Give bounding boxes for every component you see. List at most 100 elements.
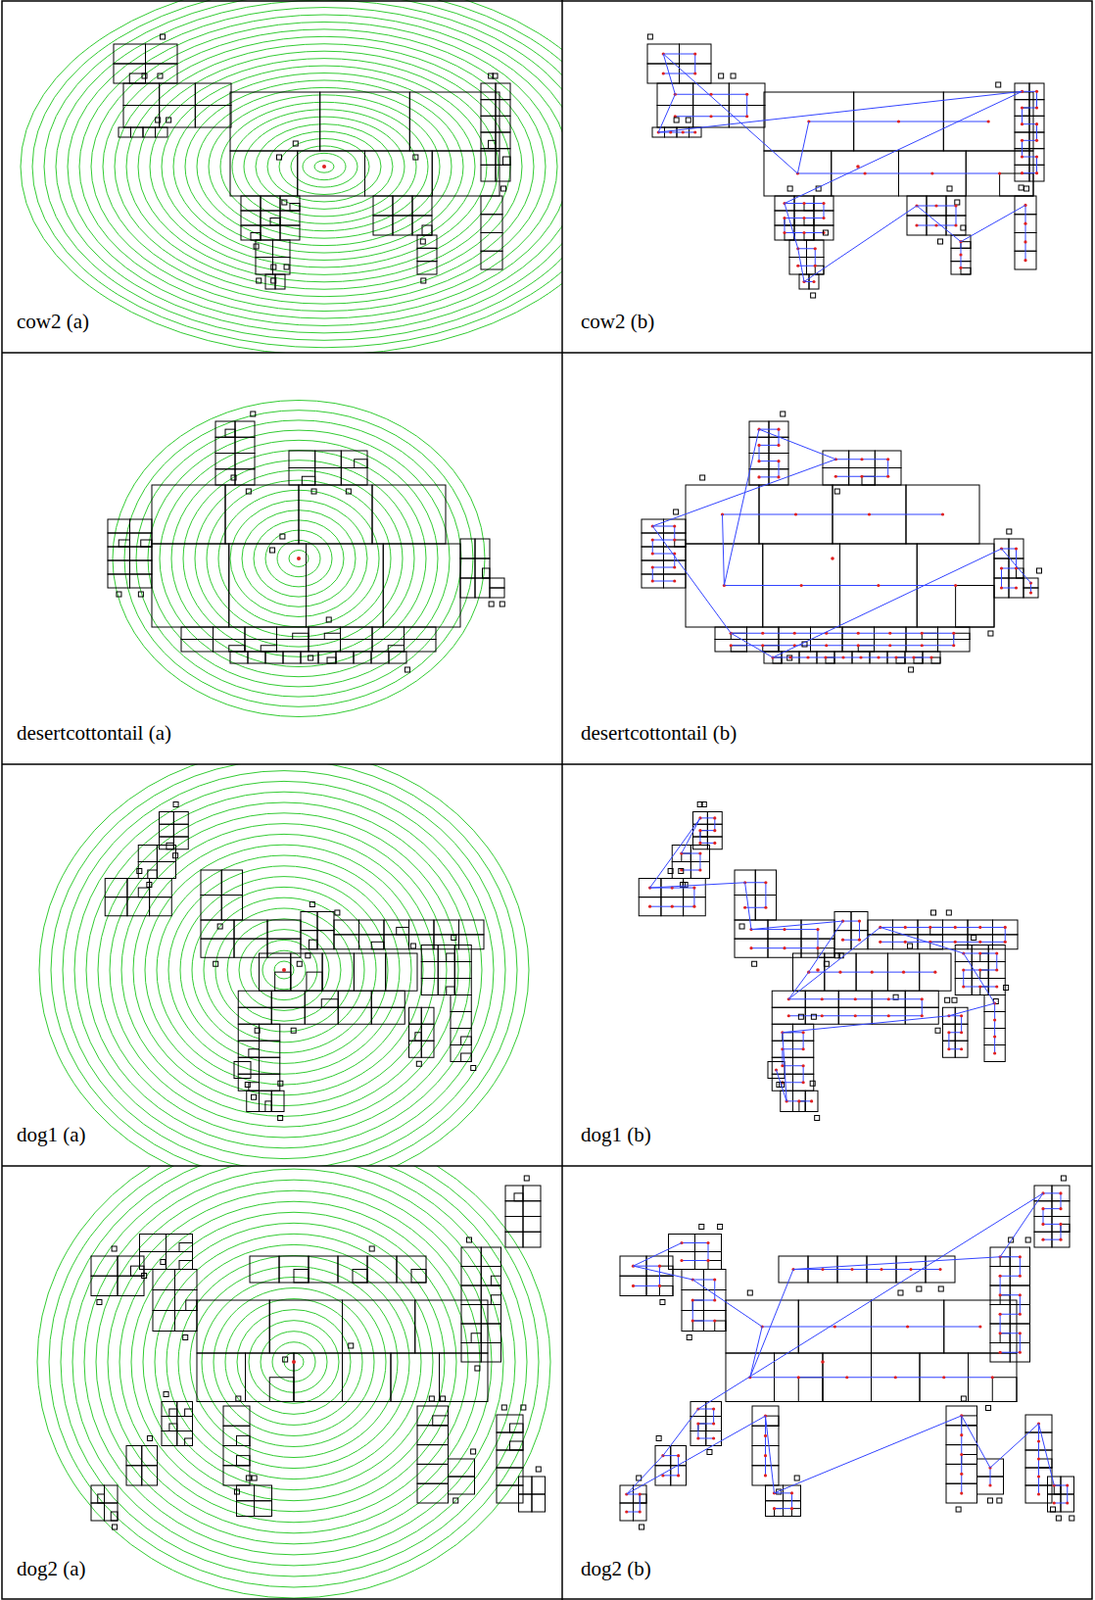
skeleton-node — [698, 828, 702, 832]
skeleton-link — [663, 53, 675, 95]
quadtree-box — [461, 1285, 481, 1305]
panel-caption: dog1 (b) — [577, 1122, 655, 1147]
distance-ring — [147, 429, 450, 687]
distance-ring — [227, 918, 341, 1021]
quadtree-box — [225, 428, 236, 437]
skeleton-node — [876, 655, 880, 659]
quadtree-box — [238, 1006, 272, 1024]
quadtree-box — [354, 459, 368, 469]
quadtree-box — [1036, 568, 1042, 573]
quadtree-box — [461, 1342, 481, 1363]
quadtree-box — [306, 971, 323, 991]
quadtree-box — [245, 488, 251, 494]
quadtree-box — [282, 199, 287, 205]
quadtree-box — [953, 632, 970, 639]
quadtree-box — [521, 1404, 526, 1410]
skeleton-node — [811, 280, 815, 284]
quadtree-box — [421, 1023, 434, 1041]
quadtree-box — [461, 1323, 481, 1343]
quadtree-box — [660, 1299, 666, 1305]
skeleton-node — [1058, 1206, 1062, 1210]
skeleton-node — [662, 71, 666, 75]
quadtree-box — [421, 1006, 434, 1024]
skeleton-node — [978, 967, 982, 971]
skeleton-node — [693, 51, 697, 55]
skeleton-link — [759, 428, 836, 460]
quadtree-box — [107, 532, 131, 547]
skeleton-link — [681, 817, 701, 854]
quadtree-box — [685, 117, 691, 123]
skeleton-node — [894, 655, 898, 659]
quadtree-box — [359, 934, 385, 950]
skeleton-path — [774, 1492, 793, 1509]
quadtree-box — [475, 538, 490, 559]
quadtree-box — [308, 655, 314, 661]
quadtree-box — [152, 1269, 176, 1290]
quadtree-box — [822, 230, 828, 236]
quadtree-box — [179, 1242, 193, 1252]
quadtree-box — [459, 919, 485, 935]
skeleton-node — [930, 171, 934, 175]
quadtree-box — [213, 626, 246, 640]
quadtree-box — [340, 639, 374, 653]
skeleton-node — [776, 459, 780, 463]
panel-caption: desertcottontail (a) — [13, 720, 175, 746]
quadtree-box — [240, 195, 261, 211]
skeleton-node — [776, 443, 780, 447]
skeleton-node — [1003, 940, 1007, 944]
quadtree-box — [692, 1299, 704, 1311]
skeleton-node — [713, 828, 716, 832]
quadtree-box — [251, 1475, 257, 1480]
quadtree-box — [223, 1425, 250, 1445]
quadtree-box — [496, 1449, 524, 1468]
quadtree-box — [960, 225, 966, 231]
skeleton-node — [867, 512, 871, 516]
quadtree-box — [446, 952, 456, 962]
distance-ring — [119, 1200, 469, 1523]
quadtree-box — [404, 626, 437, 640]
distance-ring — [314, 160, 334, 173]
quadtree-box — [107, 573, 131, 588]
quadtree-box — [173, 811, 189, 825]
skeleton-path — [764, 1415, 766, 1476]
skeleton-node — [658, 1284, 662, 1287]
quadtree-box — [130, 573, 153, 588]
distance-ring — [84, 1168, 504, 1555]
distance-ring — [208, 95, 440, 239]
quadtree-box — [383, 919, 410, 935]
quadtree-box — [301, 476, 315, 485]
quadtree-box — [223, 1445, 250, 1466]
quadtree-box — [237, 1500, 255, 1517]
quadtree-box — [907, 943, 913, 949]
skeleton-node — [693, 71, 697, 75]
skeleton-path — [759, 428, 779, 477]
skeleton-node — [999, 1331, 1002, 1334]
quadtree-box — [104, 1484, 119, 1503]
panel-caption: cow2 (a) — [13, 309, 93, 334]
quadtree-box — [255, 257, 274, 276]
quadtree-box — [639, 1493, 647, 1503]
quadtree-box — [237, 1455, 251, 1466]
quadtree-box — [288, 450, 316, 469]
quadtree-box — [213, 639, 246, 653]
quadtree-box — [160, 34, 166, 40]
quadtree-box — [825, 657, 835, 664]
quadtree-box — [267, 938, 301, 957]
quadtree-box — [980, 969, 990, 979]
skeleton-node — [834, 475, 838, 478]
quadtree-box — [200, 938, 235, 957]
quadtree-box — [110, 1511, 118, 1521]
quadtree-box — [311, 488, 317, 494]
distance-ring — [161, 65, 487, 268]
quadtree-box — [269, 1299, 342, 1353]
quadtree-box — [372, 484, 446, 544]
skeleton-node — [1035, 139, 1039, 143]
distance-ring — [267, 131, 381, 202]
quadtree-box — [409, 92, 500, 151]
skeleton-node — [863, 171, 867, 175]
skeleton-node — [713, 1297, 716, 1301]
quadtree-box — [1055, 1515, 1061, 1521]
distance-ring — [32, 0, 563, 348]
